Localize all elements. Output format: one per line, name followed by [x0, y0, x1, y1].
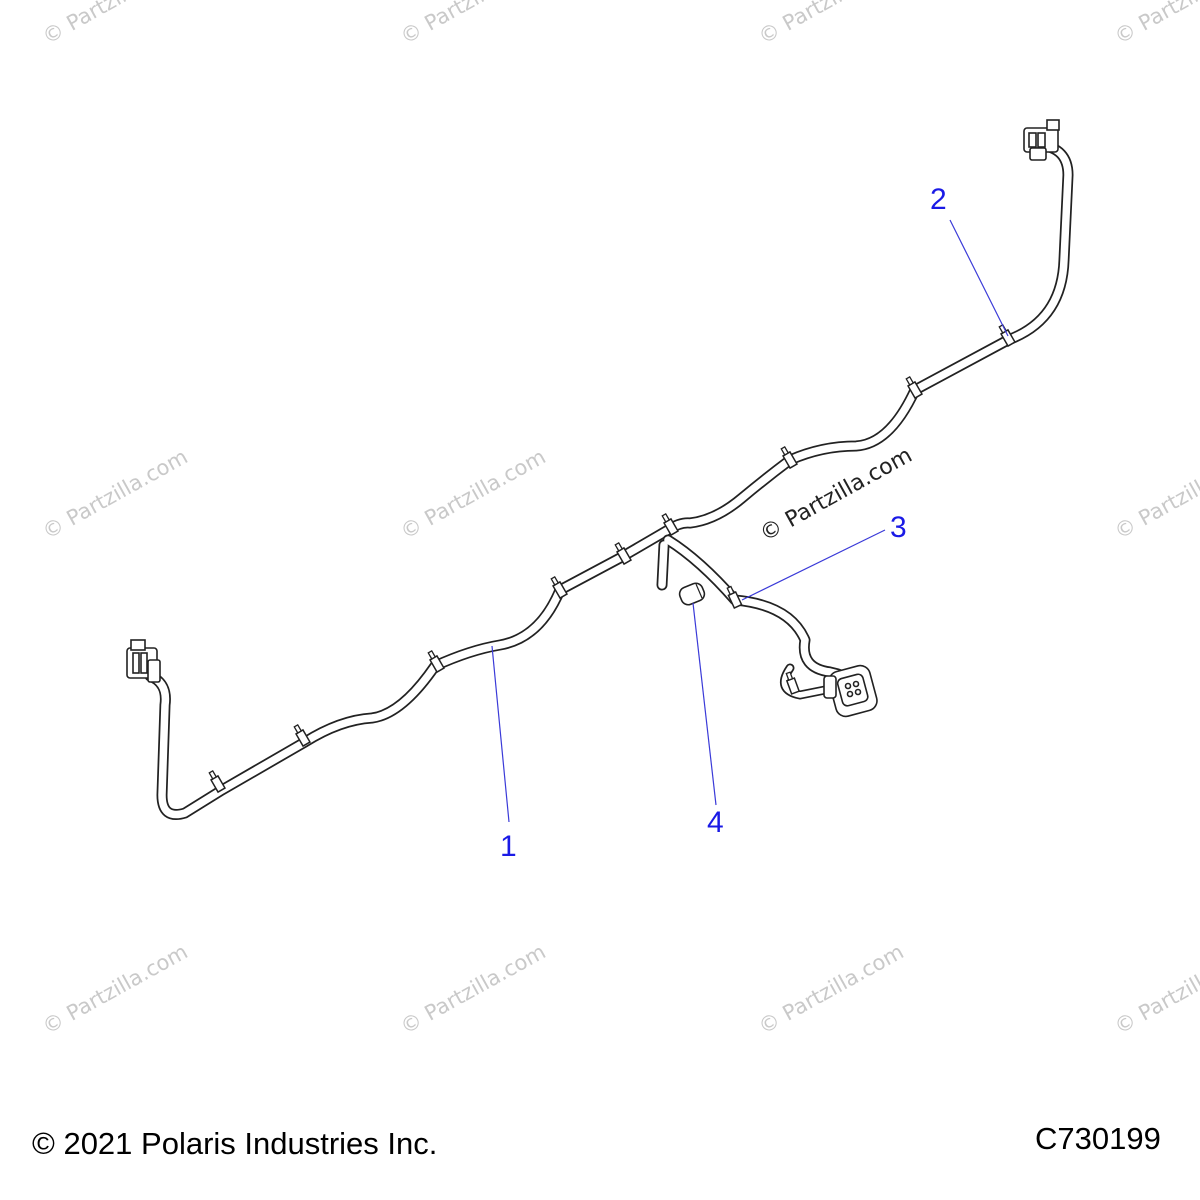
- leader-line-3: [741, 529, 886, 601]
- callout-4: 4: [707, 806, 724, 839]
- leader-lines: [491, 219, 1009, 823]
- branch-harness: [656, 534, 861, 700]
- leader-line-2: [949, 219, 1009, 337]
- callout-2: 2: [930, 183, 947, 216]
- leader-line-4: [692, 602, 717, 806]
- left-connector: [126, 639, 161, 683]
- diagram-code: C730199: [1035, 1121, 1161, 1156]
- leader-line-1: [491, 645, 510, 823]
- right-connector: [1023, 119, 1060, 161]
- harness-cap: [678, 582, 706, 606]
- copyright-notice: © 2021 Polaris Industries Inc.: [32, 1126, 438, 1161]
- callout-1: 1: [500, 830, 517, 863]
- branch-connector: [823, 664, 878, 718]
- callout-3: 3: [890, 511, 907, 544]
- main-harness: [144, 139, 1074, 820]
